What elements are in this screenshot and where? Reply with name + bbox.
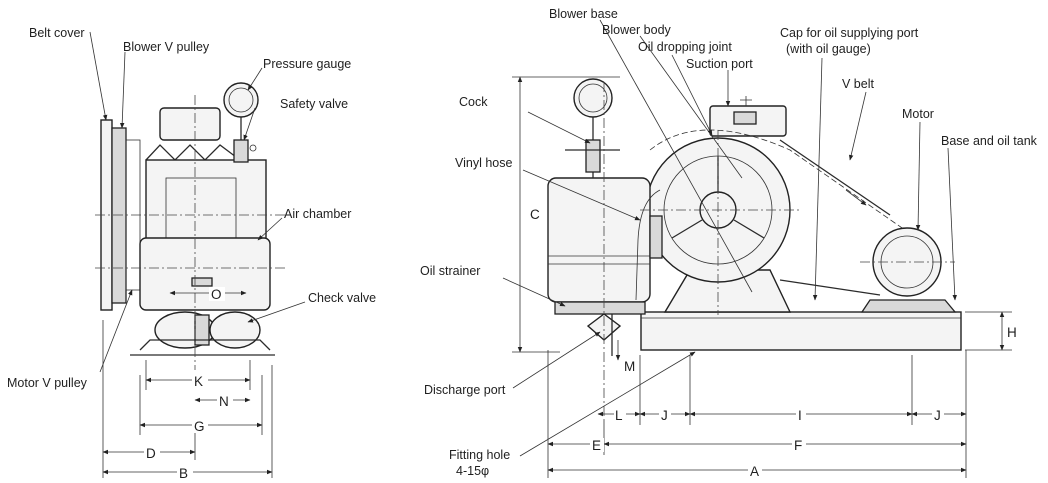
dim-K: K [194, 374, 203, 389]
label-fitting-hole-2: 4-15φ [456, 464, 489, 478]
label-discharge-port: Discharge port [424, 383, 506, 397]
side-base [139, 339, 271, 351]
pressure-gauge-face [228, 87, 254, 113]
cock-shape [585, 139, 601, 173]
leader-oil-strainer [502, 277, 566, 307]
spoke-2 [671, 219, 703, 239]
leader-blower-base [599, 19, 753, 293]
suction-cap-handle [740, 96, 752, 106]
air-chamber-cylinder [547, 177, 651, 303]
dim-A: A [750, 464, 759, 479]
label-cap-oil-port-2: (with oil gauge) [786, 42, 871, 56]
label-oil-strainer: Oil strainer [420, 264, 480, 278]
safety-valve-knob [249, 144, 257, 152]
label-fitting-hole-1: Fitting hole [449, 448, 510, 462]
dim-G: G [194, 419, 205, 434]
dimension-letters: K N G D B O C H M L J I J E F A [144, 207, 1019, 481]
belt-guard-outline [649, 129, 906, 231]
label-air-chamber: Air chamber [284, 207, 351, 221]
dim-E: E [592, 438, 601, 453]
front-view [547, 78, 962, 420]
leader-fitting-hole [519, 351, 696, 457]
label-v-belt: V belt [842, 77, 874, 91]
label-motor-v-pulley: Motor V pulley [7, 376, 88, 390]
front-pressure-gauge-face [578, 83, 608, 113]
leader-base-oil-tank [947, 147, 958, 301]
leader-cap-oil-port [812, 57, 823, 301]
label-vinyl-hose: Vinyl hose [455, 156, 512, 170]
front-pressure-gauge [573, 78, 613, 118]
dim-H: H [1007, 325, 1017, 340]
dim-B: B [179, 466, 188, 481]
label-base-oil-tank: Base and oil tank [941, 134, 1038, 148]
side-view [95, 82, 285, 370]
suction-port-window [733, 111, 757, 125]
label-motor: Motor [902, 107, 934, 121]
check-valve-body [209, 311, 261, 349]
vinyl-hose-line [635, 189, 661, 301]
label-blower-v-pulley: Blower V pulley [123, 40, 210, 54]
label-suction-port: Suction port [686, 57, 753, 71]
dim-O: O [211, 287, 222, 302]
side-view-leaders [89, 31, 306, 373]
leader-oil-dropping-joint [671, 54, 713, 136]
dim-M: M [624, 359, 635, 374]
motor-foot [860, 299, 957, 313]
leader-discharge-port [512, 331, 601, 389]
leader-motor [915, 121, 921, 231]
blower-fins [145, 144, 241, 161]
label-blower-base: Blower base [549, 7, 618, 21]
callout-labels: Belt cover Blower V pulley Pressure gaug… [7, 7, 1038, 478]
label-belt-cover: Belt cover [29, 26, 85, 40]
front-view-leaders [502, 19, 958, 457]
belt-direction-arrow [845, 189, 867, 206]
oil-dropping-joint-shape [649, 215, 663, 259]
leader-v-belt [848, 91, 867, 161]
label-safety-valve: Safety valve [280, 97, 348, 111]
blower-v-pulley-shape [111, 127, 127, 304]
leader-blower-body [639, 35, 743, 179]
dim-J-left: J [661, 408, 668, 423]
spoke-3 [733, 219, 765, 239]
label-blower-body: Blower body [602, 23, 672, 37]
oil-strainer-plate [554, 301, 646, 315]
safety-valve-shape [233, 139, 249, 163]
label-check-valve: Check valve [308, 291, 376, 305]
dim-I: I [798, 408, 802, 423]
body-slot [191, 277, 213, 287]
dim-L: L [615, 408, 623, 423]
motor-body-side [139, 237, 271, 311]
leader-cock [527, 111, 591, 144]
label-pressure-gauge: Pressure gauge [263, 57, 351, 71]
top-cap [159, 107, 221, 141]
dim-D: D [146, 446, 156, 461]
dim-C: C [530, 207, 540, 222]
dim-N: N [219, 394, 229, 409]
label-cap-oil-port-1: Cap for oil supplying port [780, 26, 919, 40]
blower-base-shape [663, 269, 792, 313]
label-cock: Cock [459, 95, 488, 109]
label-oil-dropping-joint: Oil dropping joint [638, 40, 732, 54]
v-belt-upper [779, 139, 891, 216]
leader-vinyl-hose [522, 169, 641, 221]
dim-F: F [794, 438, 802, 453]
v-belt-lower [779, 279, 881, 296]
dim-J-right: J [934, 408, 941, 423]
